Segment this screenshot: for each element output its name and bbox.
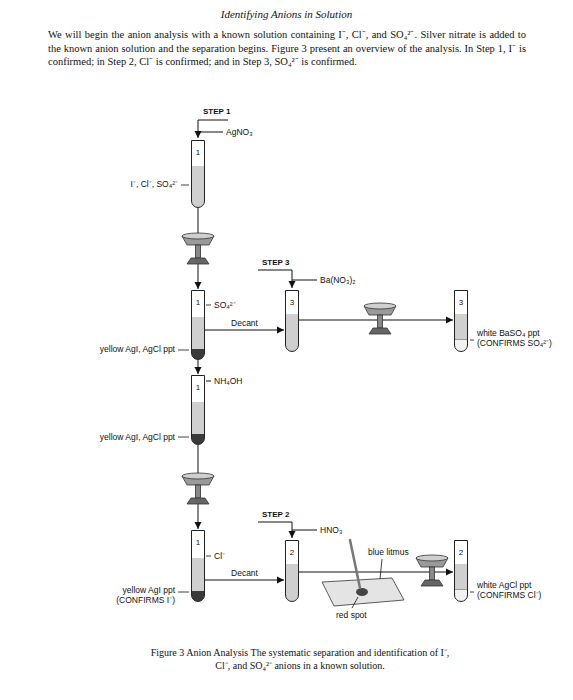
flow-arrow <box>205 580 284 581</box>
tube-number: 3 <box>459 297 463 307</box>
step-label: STEP 2 <box>262 510 289 520</box>
test-tube: 1 <box>191 290 205 360</box>
annotation-label: white BaSO₄ ppt (CONFIRMS SO₄²⁻) <box>477 328 559 348</box>
leader-line <box>470 592 474 593</box>
centrifuge-icon <box>182 233 214 264</box>
annotation-label: SO₄²⁻ <box>214 300 236 310</box>
page-title: Identifying Anions in Solution <box>0 8 573 20</box>
centrifuge-icon <box>416 555 448 586</box>
annotation-label: I⁻, Cl⁻, SO₄²⁻ <box>96 179 178 189</box>
annotation-label: blue litmus <box>368 547 409 557</box>
leader-line <box>206 556 211 557</box>
reagent-tick <box>292 530 317 531</box>
step-label: STEP 1 <box>203 107 230 117</box>
test-tube: 2 <box>285 540 299 602</box>
centrifuge-icon <box>182 473 214 504</box>
intro-paragraph: We will begin the anion analysis with a … <box>48 28 526 69</box>
leader-line <box>352 597 358 608</box>
test-tube: 3 <box>285 290 299 352</box>
leader-line <box>380 559 382 579</box>
test-tube: 1 <box>191 140 205 208</box>
tube-number: 1 <box>196 297 200 307</box>
flow-arrow <box>299 320 453 321</box>
tube-number: 1 <box>196 147 200 157</box>
tube-number: 2 <box>459 547 463 557</box>
annotation-label: white AgCl ppt (CONFIRMS Cl⁻) <box>477 580 559 600</box>
annotation-label: yellow AgI, AgCl ppt <box>55 432 175 442</box>
annotation-label: yellow AgI ppt (CONFIRMS I⁻) <box>95 585 175 605</box>
annotation-label: Cl⁻ <box>214 551 225 561</box>
step-bracket <box>198 120 228 138</box>
leader-line <box>206 305 211 306</box>
annotation-label: red spot <box>336 610 367 620</box>
reagent-tick <box>292 280 317 281</box>
red-spot <box>356 588 368 596</box>
annotation-label: AgNO₃ <box>226 127 253 137</box>
leader-line <box>178 350 189 351</box>
leader-line <box>178 437 189 438</box>
figure-caption: Figure 3 Anion Analysis The systematic s… <box>150 647 450 672</box>
edge-label: Decant <box>230 569 259 578</box>
annotation-label: HNO₃ <box>320 525 342 535</box>
tube-number: 2 <box>290 547 294 557</box>
leader-line <box>178 592 189 593</box>
annotation-label: yellow AgI, AgCl ppt <box>55 344 175 354</box>
test-tube: 1 <box>191 530 205 602</box>
step-label: STEP 3 <box>262 258 289 268</box>
centrifuge-icon <box>364 303 396 334</box>
reagent-tick <box>206 381 211 382</box>
litmus-paper <box>322 578 404 606</box>
tube-number: 1 <box>196 537 200 547</box>
tube-number: 1 <box>196 382 200 392</box>
leader-line <box>470 340 474 341</box>
flow-arrow <box>205 330 284 331</box>
tube-number: 3 <box>290 297 294 307</box>
leader-line <box>181 185 189 186</box>
annotation-label: NH₄OH <box>214 376 243 386</box>
edge-label: Decant <box>230 319 259 328</box>
step-bracket <box>258 270 292 288</box>
test-tube: 3 <box>454 290 468 352</box>
stirring-rod <box>350 540 360 588</box>
reagent-tick <box>198 132 223 133</box>
flow-arrow <box>198 360 199 374</box>
step-bracket <box>258 522 292 538</box>
test-tube: 1 <box>191 375 205 445</box>
test-tube: 2 <box>454 540 468 602</box>
annotation-label: Ba(NO₃)₂ <box>320 275 356 285</box>
